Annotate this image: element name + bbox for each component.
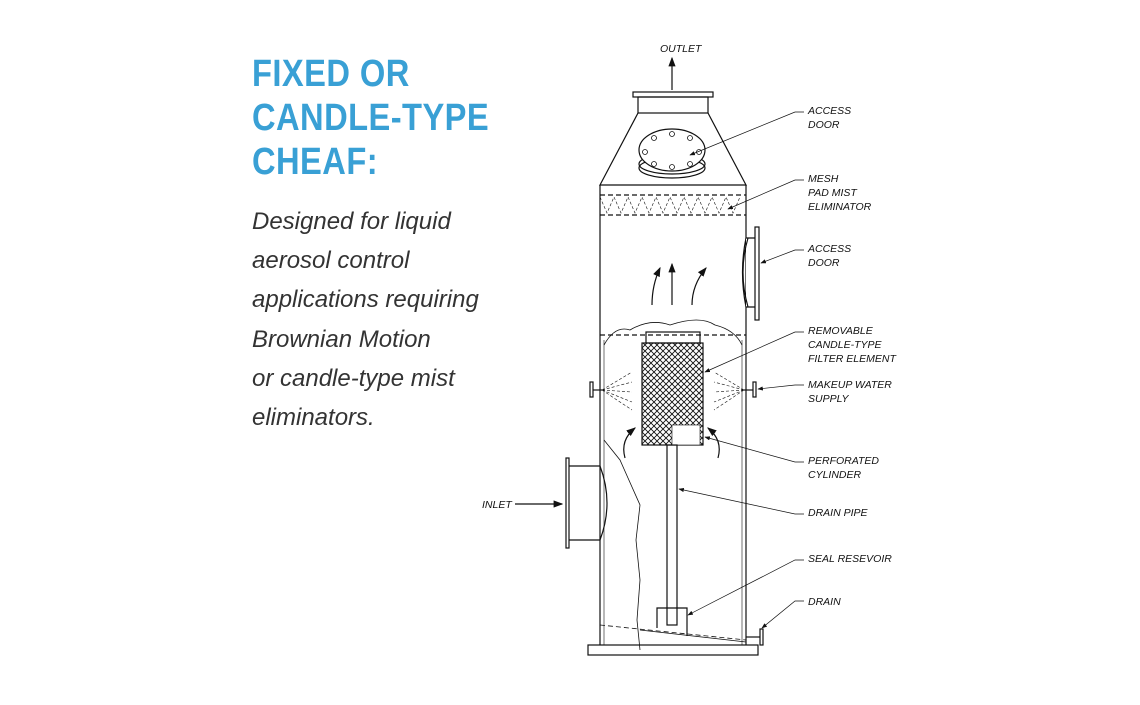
description-line: aerosol control xyxy=(252,247,410,275)
description-line: applications requiring xyxy=(252,286,479,314)
svg-text:CYLINDER: CYLINDER xyxy=(808,469,862,481)
mesh-pad-label: MESH PAD MIST ELIMINATOR xyxy=(808,173,872,213)
access-door-side-label: ACCESS DOOR xyxy=(807,243,851,269)
perforated-cylinder xyxy=(671,424,701,446)
svg-text:PERFORATED: PERFORATED xyxy=(808,455,879,467)
svg-text:MAKEUP WATER: MAKEUP WATER xyxy=(808,379,892,391)
page-title: FIXED OR CANDLE-TYPE CHEAF: xyxy=(252,52,489,184)
filter-cap xyxy=(645,331,701,344)
svg-text:DOOR: DOOR xyxy=(808,119,840,131)
svg-text:ACCESS: ACCESS xyxy=(807,243,851,255)
title-line: FIXED OR xyxy=(252,53,410,95)
description-line: Brownian Motion xyxy=(252,325,431,353)
description-line: or candle-type mist xyxy=(252,364,455,392)
mesh-pad xyxy=(599,194,746,216)
svg-text:REMOVABLE: REMOVABLE xyxy=(808,325,874,337)
svg-text:PAD MIST: PAD MIST xyxy=(808,187,858,199)
outlet-neck xyxy=(637,96,709,114)
drain-pipe xyxy=(666,444,678,626)
svg-text:DOOR: DOOR xyxy=(808,257,840,269)
svg-text:ACCESS: ACCESS xyxy=(807,105,851,117)
base-plate xyxy=(587,644,759,656)
outlet-label: OUTLET xyxy=(660,43,703,55)
description: Designed for liquid aerosol control appl… xyxy=(252,202,479,437)
access-door-top-label: ACCESS DOOR xyxy=(807,105,851,131)
description-line: eliminators. xyxy=(252,404,375,432)
seal-reservoir-label: SEAL RESEVOIR xyxy=(808,553,892,565)
svg-text:SUPPLY: SUPPLY xyxy=(808,393,849,405)
drain-label: DRAIN xyxy=(808,596,841,608)
makeup-water-nozzle-left xyxy=(589,371,633,411)
drain-outlet xyxy=(746,628,764,646)
svg-text:CANDLE-TYPE: CANDLE-TYPE xyxy=(808,339,883,351)
title-line: CHEAF: xyxy=(252,141,379,183)
makeup-water-label: MAKEUP WATER SUPPLY xyxy=(808,379,892,405)
svg-text:MESH: MESH xyxy=(808,173,839,185)
svg-text:FILTER ELEMENT: FILTER ELEMENT xyxy=(808,353,897,365)
perforated-cylinder-label: PERFORATED CYLINDER xyxy=(808,455,879,481)
drain-pipe-label: DRAIN PIPE xyxy=(808,507,869,519)
inlet-label: INLET xyxy=(482,499,513,511)
title-line: CANDLE-TYPE xyxy=(252,97,490,139)
cone xyxy=(599,112,747,186)
inlet-duct xyxy=(565,457,608,549)
top-access-door xyxy=(638,128,706,179)
filter-element-label: REMOVABLE CANDLE-TYPE FILTER ELEMENT xyxy=(808,325,897,365)
seal-reservoir xyxy=(656,607,688,636)
makeup-water-nozzle-right xyxy=(713,371,757,411)
outlet-flange xyxy=(632,91,714,98)
description-line: Designed for liquid xyxy=(252,208,451,235)
svg-text:ELIMINATOR: ELIMINATOR xyxy=(808,201,872,213)
